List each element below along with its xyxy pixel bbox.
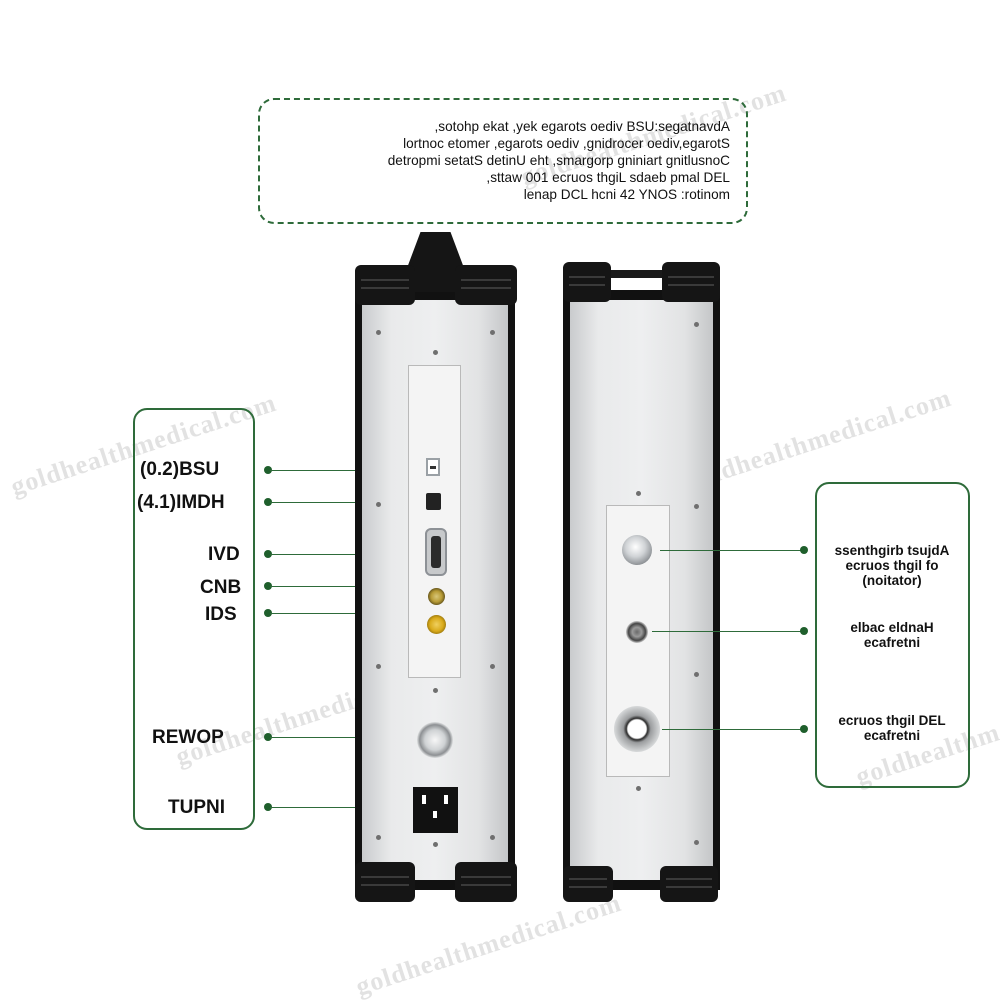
handle-pointer-dot [800, 627, 808, 635]
advantages-line: LED lamp beads Light source 100 watts, [486, 170, 730, 185]
rear-corner-bottom-left [355, 862, 415, 902]
sdi-label: SDI [205, 604, 237, 625]
input-pointer-dot [264, 803, 272, 811]
screw [376, 664, 381, 669]
advantages-line: Consulting training programs, the United… [387, 153, 730, 168]
power-label: POWER [152, 727, 224, 748]
bnc-pointer-line [270, 586, 410, 587]
hdmi-pointer-dot [264, 498, 272, 506]
brightness-label-line: (rotation) [862, 573, 922, 588]
screw [433, 688, 438, 693]
led-pointer-line [662, 729, 802, 730]
side-corner-bottom-right [660, 866, 718, 902]
power-button[interactable] [417, 722, 453, 758]
advantages-line: Advantages:USB video storage key, take p… [434, 119, 730, 134]
dvi-pointer-line [270, 554, 410, 555]
screw [376, 330, 381, 335]
rear-corner-top-right [455, 265, 517, 305]
brightness-label-line: of light source [845, 558, 939, 573]
screw [490, 330, 495, 335]
right-label-box [815, 482, 970, 788]
brightness-label: Adjust brightness of light source (rotat… [818, 543, 966, 588]
screw [433, 842, 438, 847]
sdi-pointer-line [270, 613, 410, 614]
rear-corner-top-left [355, 265, 415, 305]
brightness-pointer-dot [800, 546, 808, 554]
screw [490, 664, 495, 669]
sdi-port[interactable] [427, 615, 446, 634]
screw [694, 322, 699, 327]
led-label: LED light source interface [818, 713, 966, 743]
led-pointer-dot [800, 725, 808, 733]
side-corner-bottom-left [563, 866, 613, 902]
screw [490, 835, 495, 840]
bnc-pointer-dot [264, 582, 272, 590]
screw [694, 504, 699, 509]
advantages-box: Advantages:USB video storage key, take p… [258, 98, 748, 224]
usb-pointer-line [270, 470, 408, 471]
power-pointer-dot [264, 733, 272, 741]
dvi-label: DVI [208, 544, 240, 565]
brightness-knob[interactable] [622, 535, 652, 565]
advantages-line: monitor: SONY 24 inch LCD panel [523, 187, 730, 202]
screw [433, 350, 438, 355]
led-label-line: interface [863, 728, 921, 743]
screw [694, 672, 699, 677]
bnc-label: BNC [200, 577, 242, 598]
dvi-port[interactable] [425, 528, 447, 576]
handle-cable-port[interactable] [626, 621, 648, 643]
input-pointer-line [270, 807, 394, 808]
usb-port[interactable] [426, 458, 440, 476]
screw [694, 840, 699, 845]
led-light-source-port[interactable] [614, 706, 660, 752]
dvi-pointer-dot [264, 550, 272, 558]
led-label-line: LED light source [838, 713, 946, 728]
side-unit-top-strip [600, 270, 670, 278]
handle-pointer-line [652, 631, 802, 632]
handle-label-line: Handle cable [850, 620, 934, 635]
brightness-pointer-line [660, 550, 802, 551]
rear-corner-bottom-right [455, 862, 517, 902]
screw [376, 835, 381, 840]
usb-pointer-dot [264, 466, 272, 474]
sdi-pointer-dot [264, 609, 272, 617]
advantages-text: Advantages:USB video storage key, take p… [274, 118, 730, 203]
hdmi-port[interactable] [426, 493, 441, 510]
handle-label-line: interface [863, 635, 921, 650]
advantages-line: Storage,video recording, video storage, … [403, 136, 730, 151]
hdmi-pointer-line [270, 502, 410, 503]
side-corner-top-left [563, 262, 611, 302]
usb-label: USB(2.0) [140, 459, 220, 480]
watermark: goldhealthmedical.com [682, 382, 955, 497]
power-input-socket[interactable] [413, 787, 458, 833]
watermark: goldhealthmedical.com [352, 887, 625, 1002]
side-corner-top-right [662, 262, 720, 302]
power-pointer-line [270, 737, 394, 738]
left-label-box [133, 408, 255, 830]
screw [636, 491, 641, 496]
brightness-label-line: Adjust brightness [834, 543, 950, 558]
bnc-port[interactable] [428, 588, 445, 605]
input-label: INPUT [168, 797, 225, 818]
hdmi-label: HDMI(1.4) [137, 492, 225, 513]
screw [376, 502, 381, 507]
screw [636, 786, 641, 791]
handle-label: Handle cable interface [818, 620, 966, 650]
